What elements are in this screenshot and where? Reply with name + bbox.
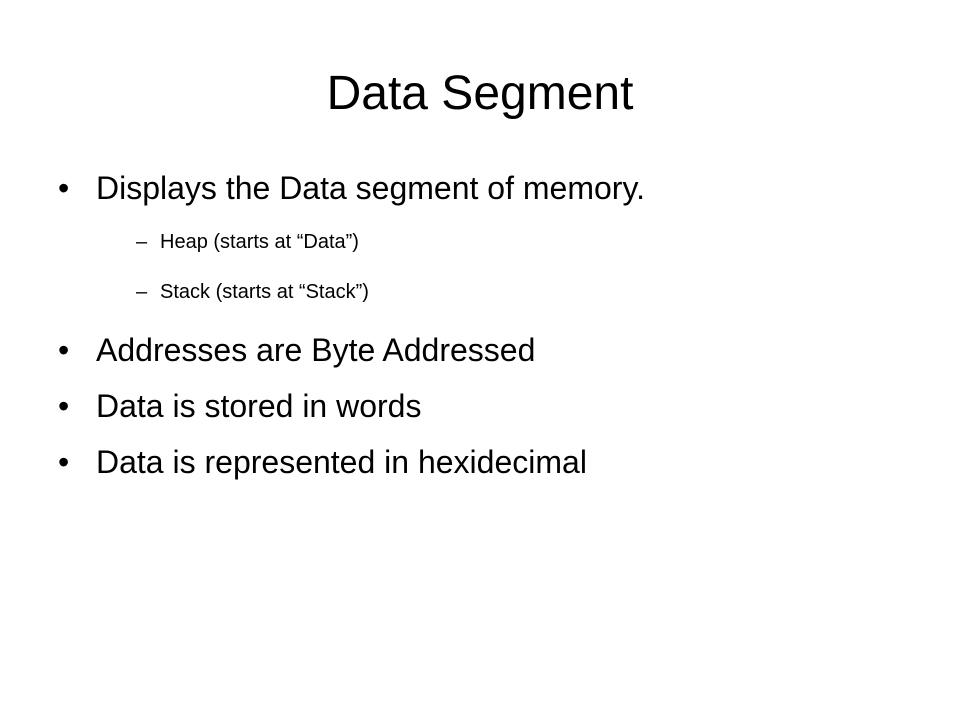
- sub-item-stack: – Stack (starts at “Stack”): [58, 280, 918, 304]
- bullet-icon: •: [58, 444, 70, 480]
- bullet-icon: •: [58, 170, 70, 206]
- bullet-icon: •: [58, 388, 70, 424]
- sub-item-heap: – Heap (starts at “Data”): [58, 230, 918, 254]
- bullet-text: Addresses are Byte Addressed: [96, 332, 536, 368]
- bullet-text: Data is represented in hexidecimal: [96, 444, 587, 480]
- bullet-text: Data is stored in words: [96, 388, 422, 424]
- bullet-icon: •: [58, 332, 70, 368]
- bullet-item-data-segment: • Displays the Data segment of memory.: [58, 168, 918, 208]
- sub-item-text: Stack (starts at “Stack”): [160, 281, 369, 303]
- slide-body: • Displays the Data segment of memory. –…: [58, 168, 918, 498]
- bullet-item-stored-in-words: • Data is stored in words: [58, 386, 918, 426]
- slide-title: Data Segment: [326, 67, 634, 120]
- dash-icon: –: [136, 231, 148, 253]
- bullet-text: Displays the Data segment of memory.: [96, 170, 645, 206]
- bullet-item-hexidecimal: • Data is represented in hexidecimal: [58, 442, 918, 482]
- dash-icon: –: [136, 281, 148, 303]
- bullet-item-byte-addressed: • Addresses are Byte Addressed: [58, 330, 918, 370]
- sub-item-text: Heap (starts at “Data”): [160, 231, 359, 253]
